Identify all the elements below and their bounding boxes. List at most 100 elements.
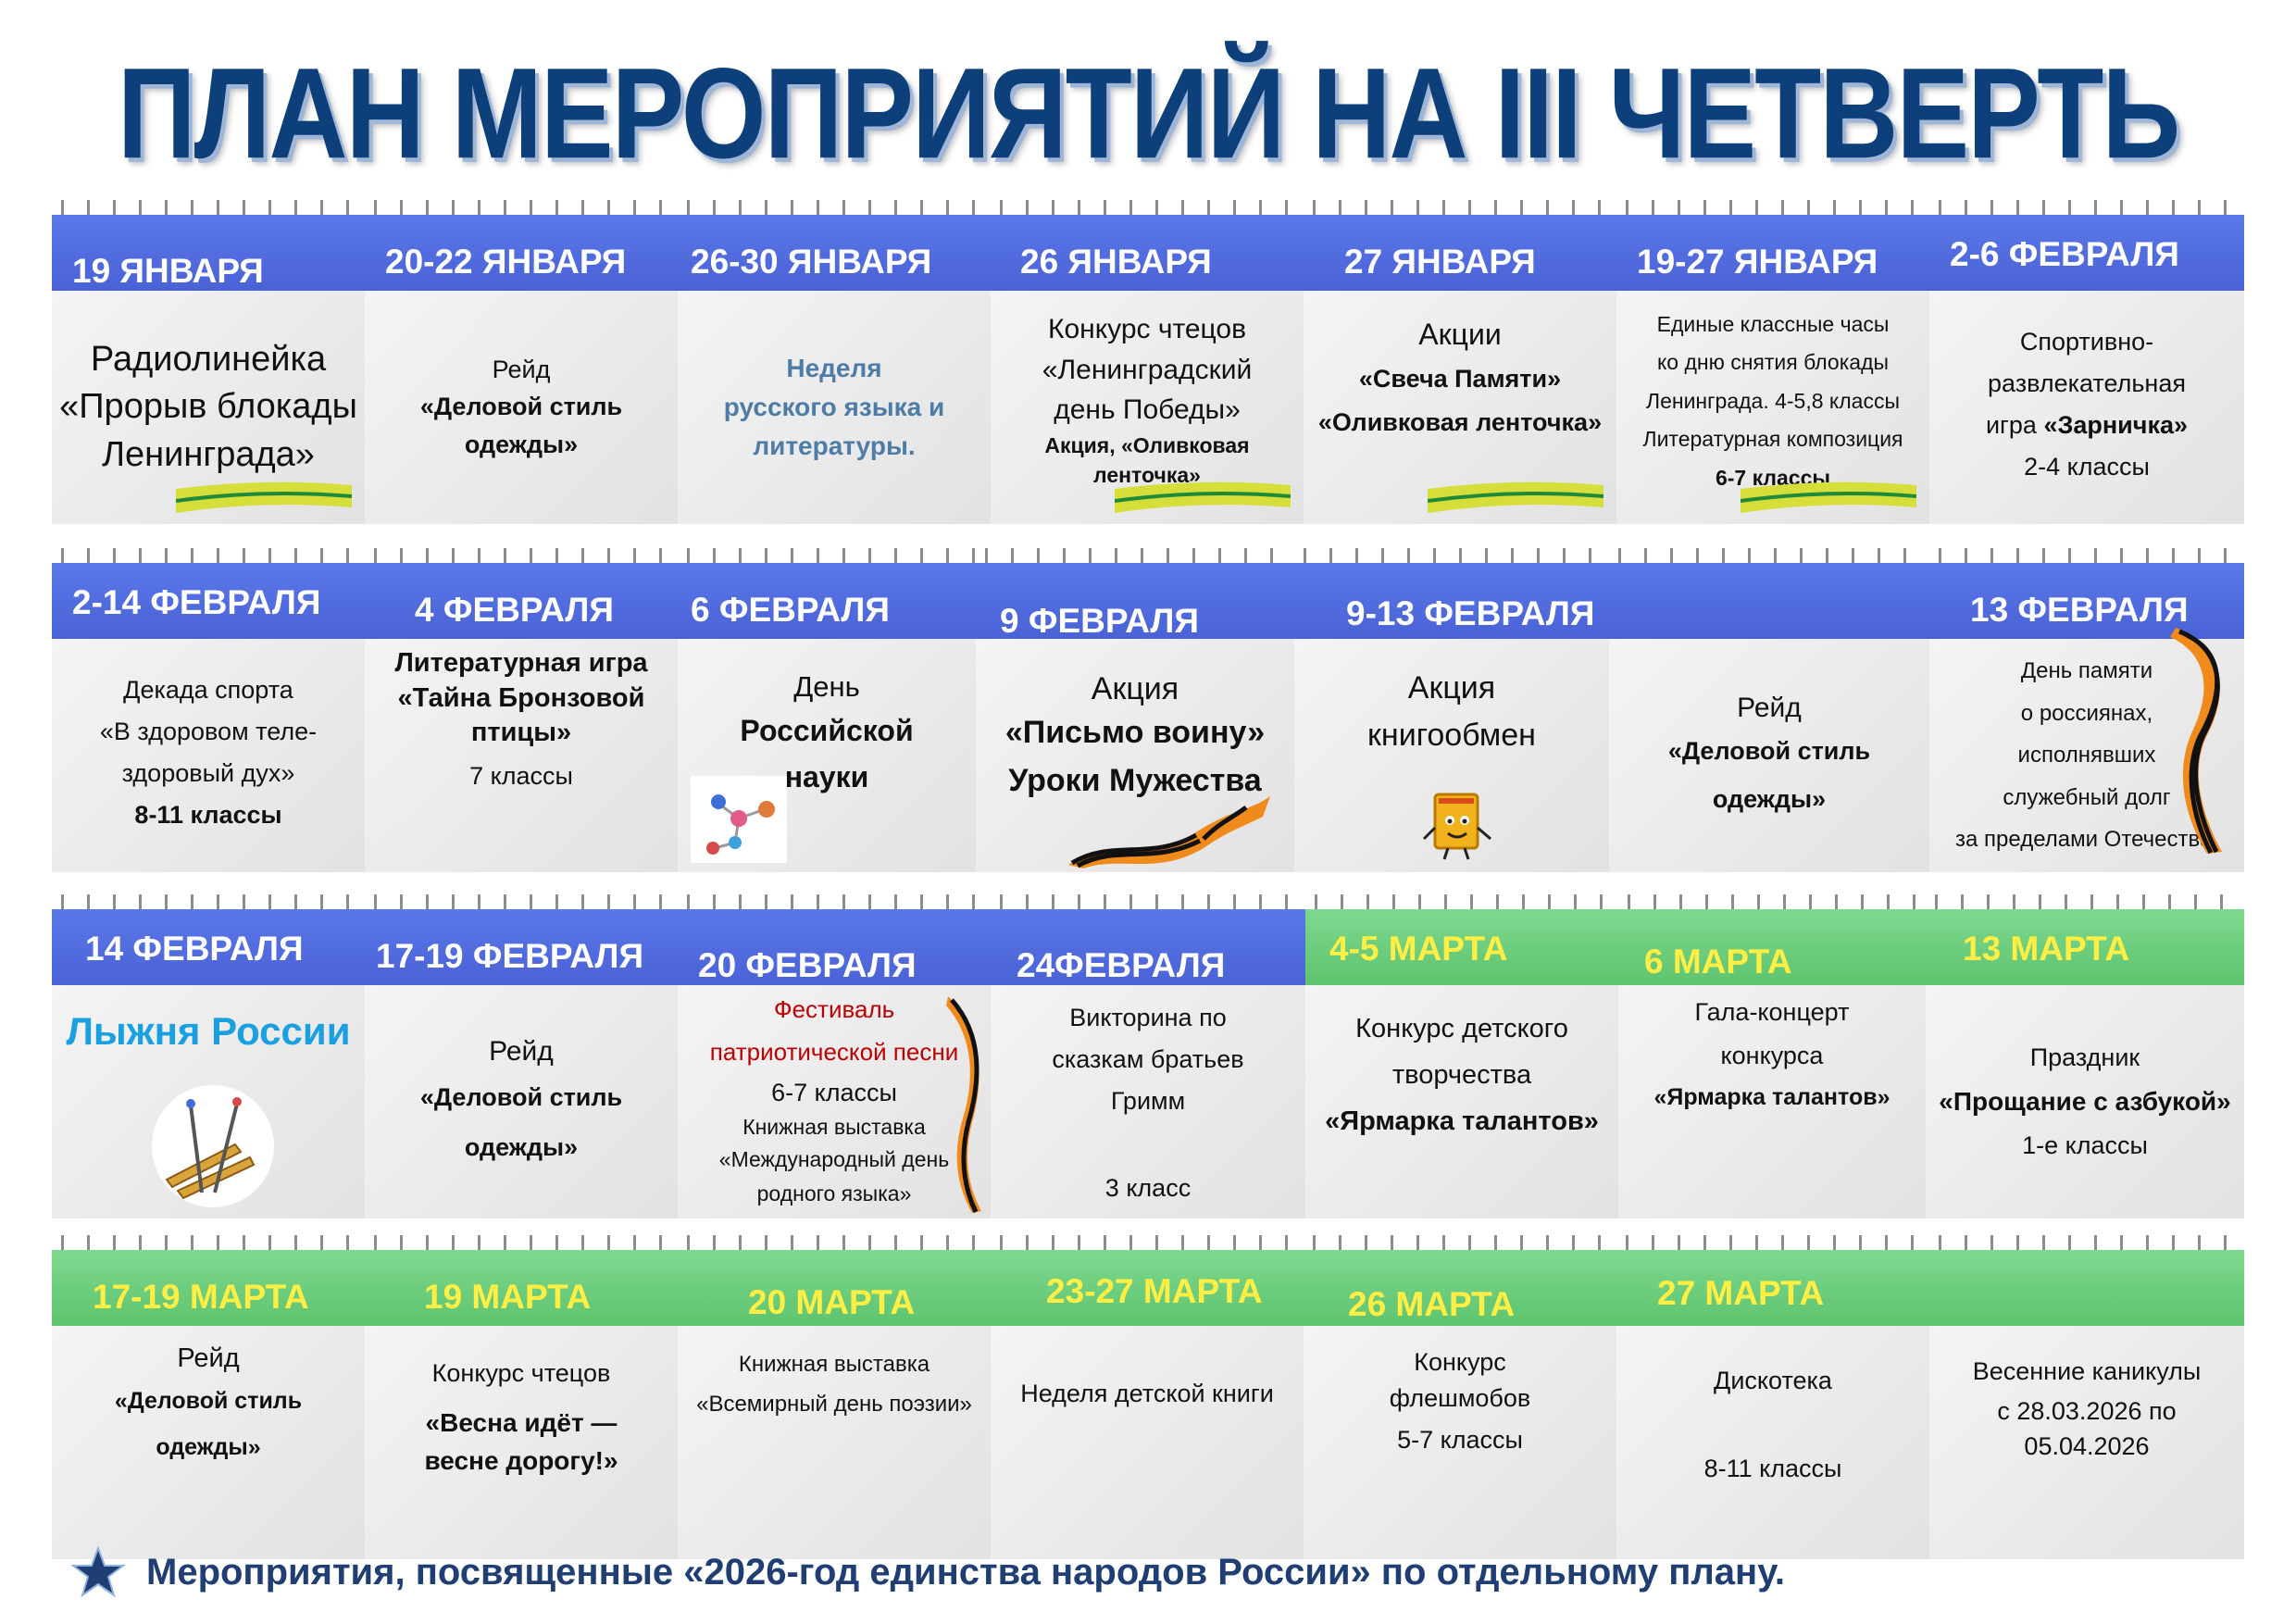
event-text: ко дню снятия блокады <box>1656 350 1890 375</box>
event-text: Российской <box>740 713 914 747</box>
event-text: «Деловой стиль одежды» <box>1667 737 1871 813</box>
olive-ribbon-icon <box>176 481 352 513</box>
event-date: 2-14 ФЕВРАЛЯ <box>52 563 365 639</box>
event-text: Декада спорта <box>123 675 293 704</box>
event-text: 05.04.2026 <box>2024 1432 2150 1461</box>
event-text: Неделя <box>786 354 882 382</box>
event-card: 2-14 ФЕВРАЛЯ Декада спорта «В здоровом т… <box>52 544 365 872</box>
calendar-row-3: 14 ФЕВРАЛЯ Лыжня России 17-19 ФЕВРАЛЯ Ре… <box>52 891 2244 1220</box>
book-icon <box>1422 793 1491 860</box>
event-card: 20 ФЕВРАЛЯ Фестиваль патриотической песн… <box>678 891 991 1220</box>
event-text: Рейд <box>1737 692 1802 723</box>
event-text: Книжная выставка <box>738 1352 930 1377</box>
event-text: здоровый дух» <box>121 759 295 787</box>
event-text: Акция <box>1091 671 1179 706</box>
event-text: игра <box>1985 411 2044 439</box>
footer-note: Мероприятия, посвященные «2026-год единс… <box>70 1544 1785 1600</box>
event-text: флешмобов <box>1389 1384 1531 1413</box>
event-text: Литературная игра <box>394 648 648 678</box>
event-text: птицы» <box>470 718 572 748</box>
event-date <box>1929 1250 2244 1326</box>
event-date: 17-19 ФЕВРАЛЯ <box>365 909 678 985</box>
event-text: Спортивно- <box>2019 327 2154 356</box>
event-text: Конкурс детского <box>1355 1014 1568 1043</box>
event-text: «Тайна Бронзовой <box>397 682 645 713</box>
event-card: 27 МАРТА Дискотека 8-11 классы <box>1616 1231 1929 1561</box>
event-text: Рейд <box>177 1343 240 1373</box>
event-text: «В здоровом теле- <box>99 717 318 745</box>
event-text: 1-е классы <box>2022 1131 2148 1159</box>
event-text: 8-11 классы <box>1703 1455 1842 1483</box>
event-date: 17-19 МАРТА <box>52 1250 365 1326</box>
event-card: 26-30 ЯНВАРЯ Неделя русского языка и лит… <box>678 196 991 524</box>
event-card: Рейд «Деловой стиль одежды» <box>1609 544 1929 872</box>
event-text: Весенние каникулы <box>1972 1357 2202 1385</box>
event-text: весне дорогу!» <box>424 1445 618 1475</box>
event-text: литературы. <box>753 431 916 460</box>
event-date: 19 ЯНВАРЯ <box>52 215 365 291</box>
event-text: развлекательная <box>1988 369 2186 397</box>
event-text: Праздник <box>2029 1043 2140 1071</box>
event-text: Фестиваль <box>773 995 895 1023</box>
event-date: 14 ФЕВРАЛЯ <box>52 909 365 985</box>
event-text: Радиолинейка <box>90 340 327 380</box>
olive-ribbon-icon <box>1428 481 1603 513</box>
star-icon <box>70 1545 126 1598</box>
event-text: 5-7 классы <box>1397 1426 1523 1455</box>
event-date <box>1609 563 1929 639</box>
event-card: 23-27 МАРТА Неделя детской книги <box>991 1231 1304 1561</box>
st-george-ribbon-icon <box>946 996 981 1214</box>
event-date: 19 МАРТА <box>365 1250 678 1326</box>
page-title: ПЛАН МЕРОПРИЯТИЙ НА III ЧЕТВЕРТЬ <box>117 42 2180 186</box>
event-date: 9 ФЕВРАЛЯ <box>976 563 1294 639</box>
olive-ribbon-icon <box>1741 481 1916 513</box>
event-text: родного языка» <box>756 1181 912 1206</box>
event-date: 24ФЕВРАЛЯ <box>991 909 1305 985</box>
event-card: 17-19 ФЕВРАЛЯ Рейд «Деловой стиль одежды… <box>365 891 678 1220</box>
event-text: «Ярмарка талантов» <box>1653 1084 1890 1111</box>
event-card: 4 ФЕВРАЛЯ Литературная игра «Тайна Бронз… <box>365 544 678 872</box>
event-card: 20 МАРТА Книжная выставка «Всемирный ден… <box>678 1231 991 1561</box>
event-text: 2-4 классы <box>2024 453 2150 481</box>
event-card: 2-6 ФЕВРАЛЯ Спортивно- развлекательная и… <box>1929 196 2244 524</box>
event-card: 26 ЯНВАРЯ Конкурс чтецов «Ленинградский … <box>991 196 1304 524</box>
event-card: 6 ФЕВРАЛЯ День Российской науки <box>678 544 976 872</box>
event-card: 13 МАРТА Праздник «Прощание с азбукой» 1… <box>1926 891 2244 1220</box>
event-text: Ленинграда» <box>102 434 315 474</box>
event-text: Конкурс чтецов <box>1047 314 1247 344</box>
event-text: Книжная выставка <box>742 1115 926 1140</box>
event-text: «Деловой стиль одежды» <box>114 1388 303 1461</box>
event-text: Неделя детской книги <box>1020 1380 1274 1407</box>
event-text: Акция, «Оливковая <box>1044 432 1250 457</box>
event-card: 14 ФЕВРАЛЯ Лыжня России <box>52 891 365 1220</box>
event-text: Рейд <box>492 355 551 383</box>
event-text: книгообмен <box>1367 718 1536 753</box>
event-card: 6 МАРТА Гала-концерт конкурса «Ярмарка т… <box>1618 891 1926 1220</box>
event-text: Рейд <box>489 1036 554 1068</box>
event-text: патриотической песни <box>709 1037 959 1066</box>
event-card: 9-13 ФЕВРАЛЯ Акция книгообмен <box>1294 544 1609 872</box>
event-text: день Победы» <box>1054 394 1241 425</box>
event-text: День <box>793 670 860 703</box>
event-text: Акции <box>1418 318 1502 351</box>
event-text: о россиянах, <box>2020 700 2153 726</box>
event-text: Викторина по <box>1069 1004 1227 1031</box>
event-text: Гала-концерт <box>1694 998 1850 1026</box>
st-george-ribbon-icon <box>1068 796 1270 868</box>
event-date: 27 ЯНВАРЯ <box>1304 215 1616 291</box>
calendar-row-4: 17-19 МАРТА Рейд «Деловой стиль одежды» … <box>52 1231 2244 1561</box>
event-text: русского языка и <box>723 393 945 421</box>
event-text: День памяти <box>2020 658 2153 684</box>
event-date: 26-30 ЯНВАРЯ <box>678 215 991 291</box>
event-text: «Прощание с азбукой» <box>1939 1087 2231 1116</box>
event-date: 9-13 ФЕВРАЛЯ <box>1294 563 1609 639</box>
event-text: «Ленинградский <box>1042 354 1253 385</box>
skis-icon <box>152 1085 274 1207</box>
event-text: сказкам братьев <box>1052 1045 1244 1074</box>
event-text: «Международный день <box>718 1146 950 1171</box>
event-date: 26 МАРТА <box>1304 1250 1616 1326</box>
event-text: «Деловой стиль одежды» <box>419 393 623 458</box>
event-text: Ленинграда. 4-5,8 классы <box>1646 388 1900 413</box>
event-text: Литературная композиция <box>1642 427 1903 452</box>
st-george-ribbon-icon <box>2170 628 2222 855</box>
